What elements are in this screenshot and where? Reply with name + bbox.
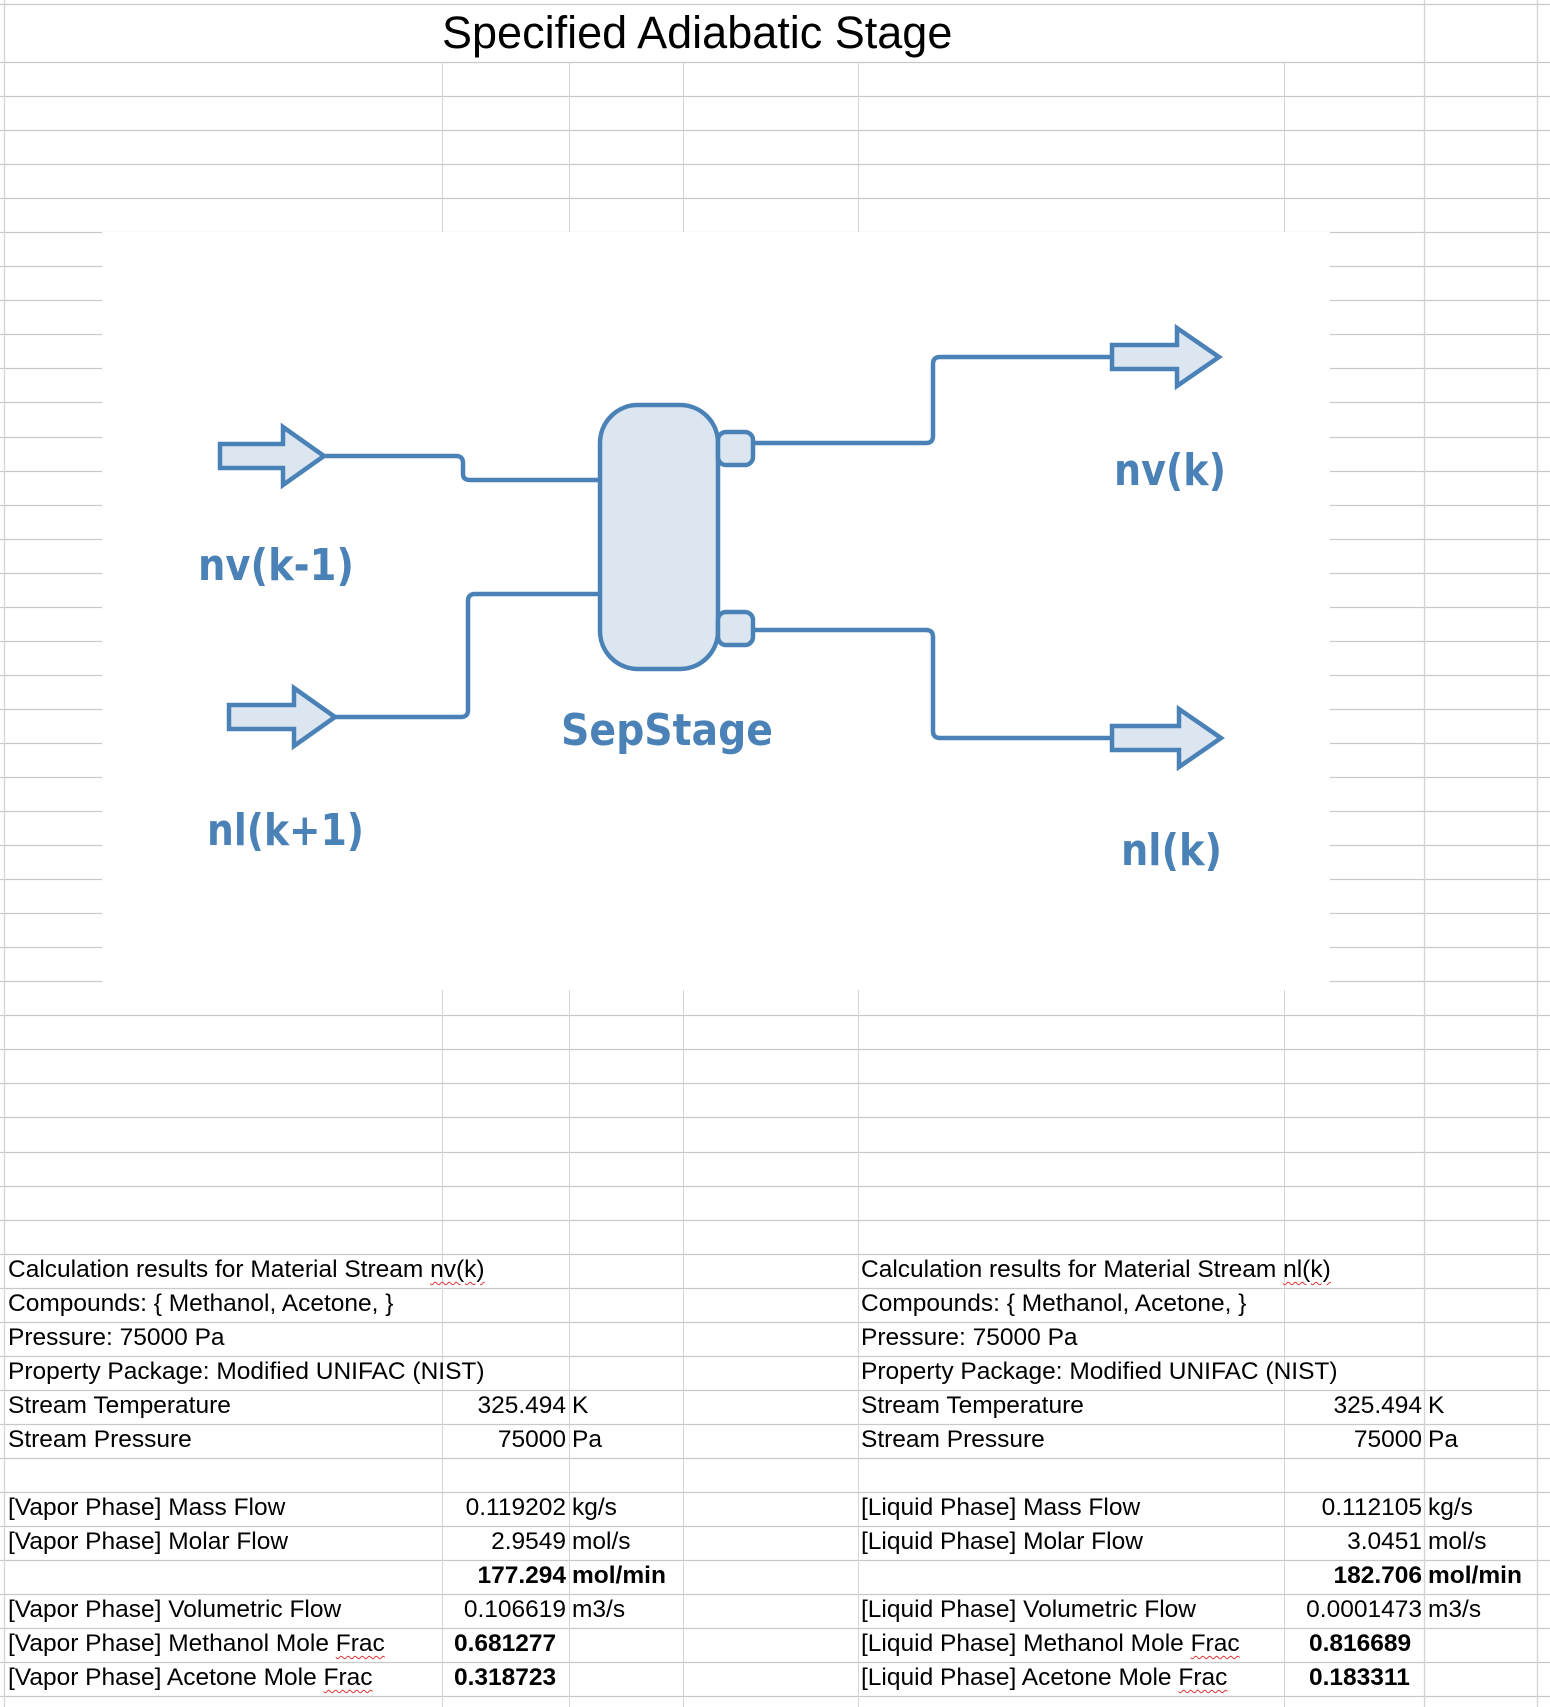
inlet-liquid-line [335, 591, 600, 720]
liquid-molar-flow-label[interactable]: [Liquid Phase] Molar Flow [861, 1528, 1143, 1555]
outlet-vapor-line [753, 354, 1112, 446]
vapor-property-package[interactable]: Property Package: Modified UNIFAC (NIST) [8, 1358, 485, 1385]
vapor-acetone-frac-value[interactable]: 0.318723 [454, 1664, 557, 1691]
liquid-property-package[interactable]: Property Package: Modified UNIFAC (NIST) [861, 1358, 1338, 1385]
liquid-temperature-value[interactable]: 325.494 [1333, 1392, 1422, 1419]
vapor-pressure-value[interactable]: 75000 [497, 1426, 566, 1453]
vapor-volumetric-flow-unit[interactable]: m3/s [572, 1596, 626, 1623]
liquid-mass-flow-value[interactable]: 0.112105 [1321, 1494, 1422, 1521]
outlet-vapor-label: nv(k) [1114, 445, 1226, 496]
sheet-title-cell[interactable]: Specified Adiabatic Stage [442, 4, 1102, 62]
outlet-liquid-label: nl(k) [1121, 825, 1222, 876]
liquid-volumetric-flow-label[interactable]: [Liquid Phase] Volumetric Flow [861, 1596, 1196, 1623]
vapor-volumetric-flow-label[interactable]: [Vapor Phase] Volumetric Flow [8, 1596, 342, 1623]
inlet-vapor-line [324, 453, 600, 483]
arrow-right-icon [217, 422, 328, 490]
arrow-right-icon [226, 683, 339, 751]
liquid-acetone-frac-label[interactable]: [Liquid Phase] Acetone Mole Frac [861, 1664, 1228, 1691]
vapor-results-header[interactable]: Calculation results for Material Stream … [8, 1256, 485, 1283]
vapor-molar-flow-label[interactable]: [Vapor Phase] Molar Flow [8, 1528, 289, 1555]
vapor-pressure-label[interactable]: Stream Pressure [8, 1426, 192, 1453]
vapor-mass-flow-value[interactable]: 0.119202 [465, 1494, 566, 1521]
liquid-molar-flow-min-unit[interactable]: mol/min [1428, 1562, 1522, 1589]
inlet-vapor-label: nv(k-1) [198, 540, 354, 591]
liquid-pressure-label[interactable]: Stream Pressure [861, 1426, 1045, 1453]
vapor-stream-name: nv(k) [430, 1256, 485, 1283]
sepstage-vessel [597, 402, 721, 672]
vapor-acetone-frac-label[interactable]: [Vapor Phase] Acetone Mole Frac [8, 1664, 373, 1691]
liquid-nozzle [715, 609, 756, 648]
liquid-volumetric-flow-value[interactable]: 0.0001473 [1306, 1596, 1422, 1623]
vapor-mass-flow-unit[interactable]: kg/s [572, 1494, 617, 1521]
vapor-methanol-frac-value[interactable]: 0.681277 [454, 1630, 557, 1657]
liquid-molar-flow-value[interactable]: 3.0451 [1347, 1528, 1422, 1555]
liquid-molar-flow-min-value[interactable]: 182.706 [1333, 1562, 1422, 1589]
vapor-temperature-value[interactable]: 325.494 [477, 1392, 566, 1419]
vapor-temperature-label[interactable]: Stream Temperature [8, 1392, 231, 1419]
liquid-temperature-label[interactable]: Stream Temperature [861, 1392, 1084, 1419]
unit-label: SepStage [561, 705, 773, 756]
liquid-pressure-value[interactable]: 75000 [1353, 1426, 1422, 1453]
inlet-liquid-label: nl(k+1) [207, 805, 364, 856]
vapor-temperature-unit[interactable]: K [572, 1392, 589, 1419]
sheet-title: Specified Adiabatic Stage [442, 7, 953, 58]
flowsheet-diagram[interactable]: nv(k-1) nl(k+1) SepStage nv(k) nl(k) [102, 232, 1330, 990]
vapor-nozzle [715, 429, 756, 468]
liquid-pressure-note[interactable]: Pressure: 75000 Pa [861, 1324, 1078, 1351]
vapor-compounds[interactable]: Compounds: { Methanol, Acetone, } [8, 1290, 394, 1317]
liquid-stream-name: nl(k) [1283, 1256, 1331, 1283]
liquid-mass-flow-unit[interactable]: kg/s [1428, 1494, 1473, 1521]
vapor-molar-flow-value[interactable]: 2.9549 [491, 1528, 566, 1555]
vapor-methanol-frac-label[interactable]: [Vapor Phase] Methanol Mole Frac [8, 1630, 385, 1657]
arrow-right-icon [1109, 704, 1225, 772]
outlet-liquid-line [753, 627, 1112, 741]
vapor-molar-flow-min-value[interactable]: 177.294 [477, 1562, 566, 1589]
liquid-mass-flow-label[interactable]: [Liquid Phase] Mass Flow [861, 1494, 1141, 1521]
liquid-acetone-frac-value[interactable]: 0.183311 [1309, 1664, 1410, 1691]
vapor-mass-flow-label[interactable]: [Vapor Phase] Mass Flow [8, 1494, 286, 1521]
liquid-molar-flow-unit[interactable]: mol/s [1428, 1528, 1487, 1555]
vapor-volumetric-flow-value[interactable]: 0.106619 [463, 1596, 566, 1623]
liquid-results-header[interactable]: Calculation results for Material Stream … [861, 1256, 1331, 1283]
liquid-temperature-unit[interactable]: K [1428, 1392, 1445, 1419]
arrow-right-icon [1109, 323, 1223, 391]
vapor-molar-flow-min-unit[interactable]: mol/min [572, 1562, 666, 1589]
liquid-compounds[interactable]: Compounds: { Methanol, Acetone, } [861, 1290, 1247, 1317]
vapor-pressure-note[interactable]: Pressure: 75000 Pa [8, 1324, 225, 1351]
vapor-pressure-unit[interactable]: Pa [572, 1426, 602, 1453]
liquid-volumetric-flow-unit[interactable]: m3/s [1428, 1596, 1482, 1623]
liquid-methanol-frac-label[interactable]: [Liquid Phase] Methanol Mole Frac [861, 1630, 1240, 1657]
liquid-pressure-unit[interactable]: Pa [1428, 1426, 1458, 1453]
liquid-methanol-frac-value[interactable]: 0.816689 [1309, 1630, 1412, 1657]
vapor-molar-flow-unit[interactable]: mol/s [572, 1528, 631, 1555]
